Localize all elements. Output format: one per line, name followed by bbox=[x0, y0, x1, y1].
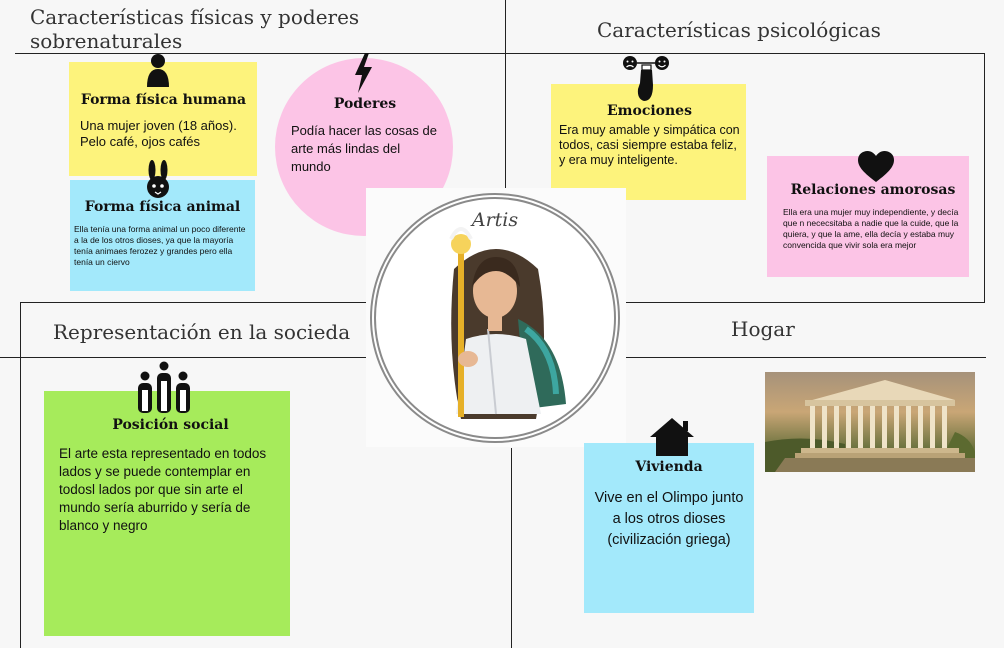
note-emotions-body: Era muy amable y simpática con todos, ca… bbox=[559, 123, 740, 167]
goddess-illustration bbox=[449, 227, 566, 419]
note-human-form-title: Forma física humana bbox=[80, 92, 247, 108]
center-name: Artis bbox=[471, 209, 519, 231]
section-title-home: Hogar bbox=[731, 317, 795, 341]
note-powers: Poderes Podía hacer las cosas de arte má… bbox=[275, 58, 453, 236]
divider-right-box-side bbox=[984, 53, 985, 303]
note-love-body: Ella era una mujer muy independiente, y … bbox=[783, 207, 959, 250]
divider-vertical-top bbox=[505, 0, 506, 303]
note-powers-title: Poderes bbox=[333, 96, 397, 112]
temple-image bbox=[765, 372, 975, 472]
note-powers-body: Podía hacer las cosas de arte más lindas… bbox=[291, 123, 437, 174]
note-home-body: Vive en el Olimpo junto a los otros dios… bbox=[594, 490, 744, 548]
portrait-medallion: Artis bbox=[370, 193, 620, 443]
divider-top-right bbox=[505, 53, 985, 54]
note-animal-form-body: Ella tenía una forma animal un poco dife… bbox=[74, 224, 246, 267]
people-icon bbox=[138, 361, 190, 413]
note-social-title: Posición social bbox=[112, 417, 229, 433]
divider-right-box-bottom bbox=[505, 302, 985, 303]
note-human-form-body: Una mujer joven (18 años). Pelo café, oj… bbox=[80, 118, 237, 149]
section-title-society: Representación en la socieda bbox=[53, 320, 351, 344]
section-title-psych: Características psicológicas bbox=[597, 18, 881, 42]
house-icon bbox=[650, 418, 694, 456]
note-emotions-title: Emociones bbox=[607, 103, 692, 119]
divider-society-side bbox=[20, 302, 21, 648]
divider-society-top bbox=[20, 302, 370, 303]
note-emotions: Emociones Era muy amable y simpática con… bbox=[551, 84, 746, 200]
note-love: Relaciones amorosas Ella era una mujer m… bbox=[767, 156, 969, 277]
emotions-hand-icon bbox=[623, 56, 669, 101]
heart-icon bbox=[858, 151, 894, 182]
note-social-body: El arte esta representado en todos lados… bbox=[59, 446, 267, 533]
note-animal-form: Forma física animal Ella tenía una forma… bbox=[70, 180, 255, 291]
note-love-title: Relaciones amorosas bbox=[790, 182, 956, 198]
section-title-physical: Características físicas y poderes sobren… bbox=[30, 5, 360, 53]
note-social: Posición social El arte esta representad… bbox=[44, 391, 290, 636]
temple-illustration bbox=[765, 380, 975, 472]
divider-vertical-bottom bbox=[511, 448, 512, 648]
note-home-title: Vivienda bbox=[635, 459, 703, 475]
note-home: Vivienda Vive en el Olimpo junto a los o… bbox=[584, 443, 754, 613]
divider-middle-left bbox=[0, 357, 370, 358]
divider-middle-right bbox=[620, 357, 986, 358]
note-animal-form-title: Forma física animal bbox=[84, 199, 241, 215]
rabbit-icon bbox=[147, 160, 169, 198]
lightning-icon bbox=[355, 53, 372, 93]
person-icon bbox=[147, 54, 169, 87]
divider-top-left bbox=[15, 53, 505, 54]
